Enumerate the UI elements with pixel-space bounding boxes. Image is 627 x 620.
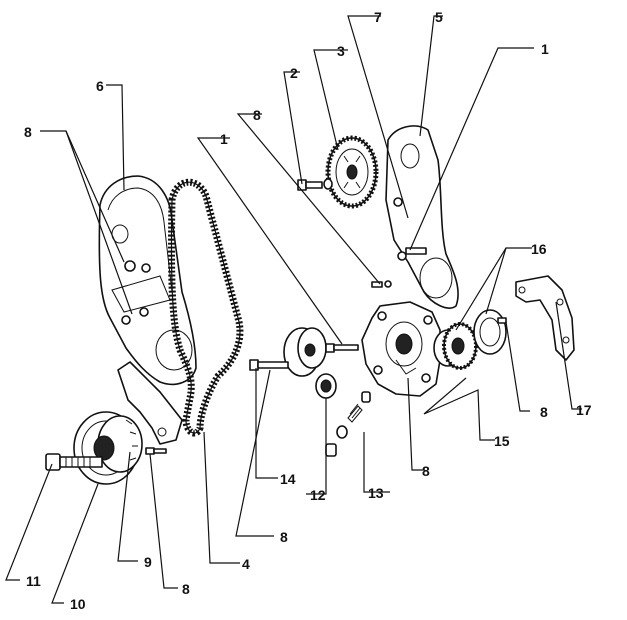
timing-belt [167,178,244,437]
callout-1-right: 1 [541,41,549,57]
callout-11: 11 [26,573,41,589]
callout-7: 7 [374,9,382,25]
small-bolt-right [497,317,507,324]
callout-4: 4 [242,556,250,572]
pulley-bolt [45,453,103,471]
callout-14: 14 [280,471,296,487]
callout-5: 5 [435,9,443,25]
callout-9: 9 [144,554,152,570]
callout-1-top: 1 [220,131,228,147]
inner-cover [385,125,459,309]
callout-8-mid: 8 [280,529,288,545]
callout-13: 13 [368,485,384,501]
lower-cover-plate [117,361,183,445]
callout-2: 2 [290,65,298,81]
crankshaft-pulley [73,411,143,485]
callout-8-left: 8 [24,124,32,140]
callout-8-top: 8 [253,107,261,123]
callout-10: 10 [70,596,86,612]
callout-numbers: 7 5 1 3 2 6 8 1 8 16 17 8 15 8 13 12 14 … [24,9,592,612]
small-bolt-lower [145,447,167,455]
callout-15: 15 [494,433,510,449]
leader-lines [5,15,582,604]
tensioner-pulley [249,327,327,377]
bearing-seal [433,309,507,370]
callout-12: 12 [310,487,326,503]
callout-6: 6 [96,78,104,94]
relief-valve [325,391,371,457]
pump-bolt [325,343,359,353]
callout-8-bottom: 8 [182,581,190,597]
sprocket-bolt [297,178,333,191]
callout-17: 17 [576,402,592,418]
oil-seal [315,373,337,399]
rear-gasket [515,275,575,361]
small-bolt-mid [371,280,392,288]
callout-8-center: 8 [422,463,430,479]
camshaft-sprocket [325,135,379,209]
oil-pump-housing [361,301,441,397]
callout-16: 16 [531,241,547,257]
callout-8-right: 8 [540,404,548,420]
callout-3: 3 [337,43,345,59]
